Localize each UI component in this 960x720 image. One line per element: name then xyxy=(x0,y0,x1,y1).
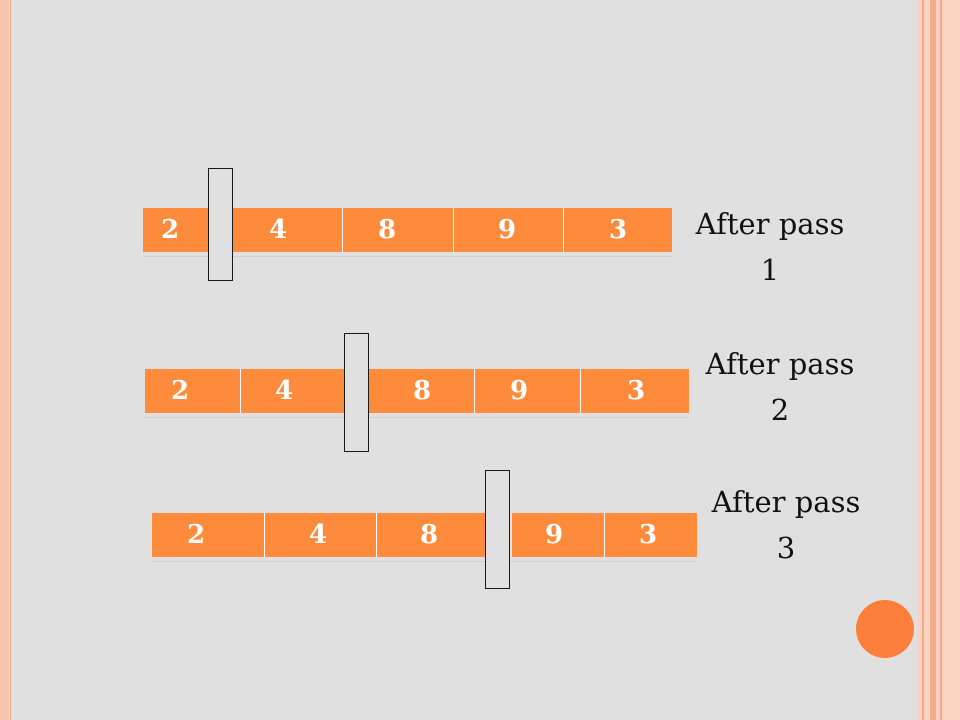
right-border xyxy=(918,0,960,720)
cell-value: 8 xyxy=(413,376,432,406)
cell-value: 8 xyxy=(378,215,397,245)
row-underline xyxy=(143,256,672,257)
pass-label-line1: After pass xyxy=(695,207,845,241)
pass-label-line1: After pass xyxy=(705,347,855,381)
cell-value: 3 xyxy=(639,520,658,550)
array-cell: 8 xyxy=(368,369,475,413)
accent-circle xyxy=(856,600,914,658)
cell-value: 3 xyxy=(609,215,628,245)
array-cell: 4 xyxy=(232,208,343,252)
pass-number: 2 xyxy=(770,393,790,427)
array-cell: 2 xyxy=(152,513,265,557)
cell-value: 9 xyxy=(498,215,517,245)
array-cell: 3 xyxy=(605,513,697,557)
cell-value: 2 xyxy=(161,215,180,245)
right-border-stripe xyxy=(922,0,924,720)
cell-value: 3 xyxy=(627,376,646,406)
pass-label: After pass 3 xyxy=(706,484,866,566)
pass-label: After pass 1 xyxy=(690,206,850,288)
pass-number: 3 xyxy=(776,531,796,565)
cell-value: 4 xyxy=(275,376,294,406)
cell-value: 9 xyxy=(545,520,564,550)
pass-label-line1: After pass xyxy=(711,485,861,519)
array-cell: 8 xyxy=(377,513,488,557)
array-row: 2 4 8 9 3 xyxy=(145,369,689,413)
row-underline xyxy=(152,561,697,562)
array-cell: 9 xyxy=(454,208,564,252)
array-cell: 2 xyxy=(143,208,209,252)
pass-label: After pass 2 xyxy=(700,346,860,428)
right-border-stripe xyxy=(940,0,942,720)
right-border-stripe xyxy=(930,0,936,720)
row-underline xyxy=(145,417,689,418)
pass-number: 1 xyxy=(760,253,780,287)
left-border-stripe xyxy=(0,0,9,720)
cell-value: 2 xyxy=(187,520,206,550)
array-cell: 9 xyxy=(512,513,605,557)
cell-value: 9 xyxy=(510,376,529,406)
array-row: 2 4 8 9 3 xyxy=(152,513,697,557)
array-cell: 8 xyxy=(343,208,454,252)
array-row: 2 4 8 9 3 xyxy=(143,208,672,252)
cell-value: 8 xyxy=(420,520,439,550)
cell-value: 4 xyxy=(309,520,328,550)
array-cell: 3 xyxy=(581,369,689,413)
array-cell: 4 xyxy=(265,513,377,557)
cell-value: 4 xyxy=(269,215,288,245)
array-cell: 3 xyxy=(564,208,672,252)
left-border-line xyxy=(10,0,11,720)
cell-value: 2 xyxy=(171,376,190,406)
array-cell: 9 xyxy=(475,369,581,413)
partition-wall xyxy=(485,470,510,589)
array-cell: 4 xyxy=(241,369,345,413)
partition-wall xyxy=(208,168,233,281)
partition-wall xyxy=(344,333,369,452)
array-cell: 2 xyxy=(145,369,241,413)
